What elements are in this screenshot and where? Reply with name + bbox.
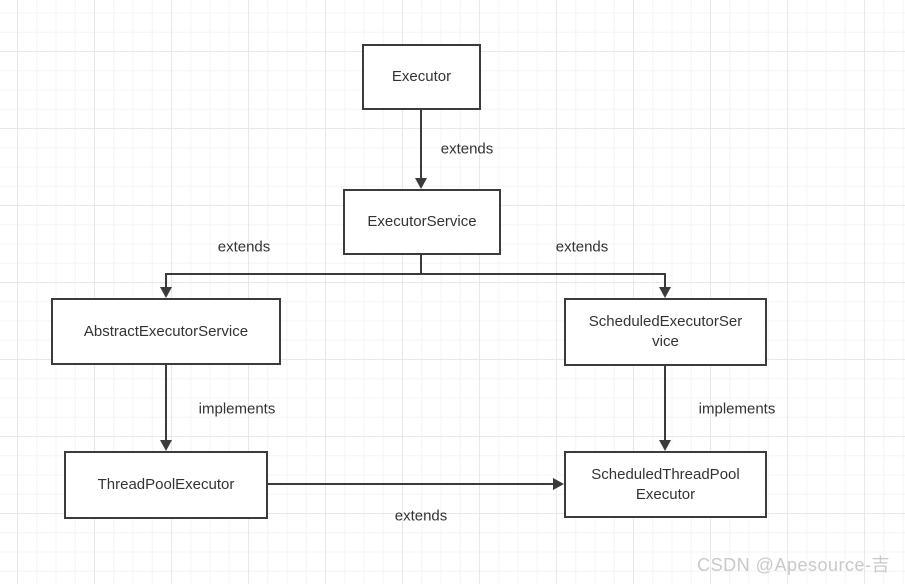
- node-scheduled-executor-service-label: ScheduledExecutorService: [588, 313, 743, 350]
- edge-branch-right-drop: [664, 274, 666, 288]
- node-thread-pool-executor: ThreadPoolExecutor: [64, 451, 268, 519]
- node-thread-pool-executor-label: ThreadPoolExecutor: [97, 476, 235, 493]
- arrowhead-down-icon: [160, 440, 172, 451]
- arrowhead-down-icon: [415, 178, 427, 189]
- edge-abstract-to-threadpool-line: [165, 365, 167, 440]
- edge-label-extends-bottom: extends: [394, 507, 448, 525]
- node-executor-label: Executor: [391, 68, 452, 85]
- edge-label-extends-top: extends: [440, 140, 494, 158]
- edge-executorservice-branch-stem: [420, 255, 422, 275]
- edge-label-extends-right: extends: [555, 238, 609, 256]
- edge-label-implements-right: implements: [698, 400, 776, 418]
- node-executor-service-label: ExecutorService: [367, 213, 477, 230]
- arrowhead-right-icon: [553, 478, 564, 490]
- node-abstract-executor-service-label: AbstractExecutorService: [83, 322, 249, 340]
- node-scheduled-thread-pool-executor: ScheduledThreadPoolExecutor: [564, 451, 767, 518]
- edge-executorservice-branch-bar: [165, 273, 666, 275]
- edge-label-implements-left: implements: [198, 400, 276, 418]
- edge-executor-to-executorservice-line: [420, 110, 422, 178]
- arrowhead-down-icon: [659, 287, 671, 298]
- node-executor-service: ExecutorService: [343, 189, 501, 255]
- edge-threadpool-to-scheduledthreadpool-line: [268, 483, 553, 485]
- arrowhead-down-icon: [659, 440, 671, 451]
- edge-label-extends-left: extends: [217, 238, 271, 256]
- node-scheduled-executor-service: ScheduledExecutorService: [564, 298, 767, 366]
- node-scheduled-thread-pool-executor-label: ScheduledThreadPoolExecutor: [591, 465, 740, 503]
- arrowhead-down-icon: [160, 287, 172, 298]
- node-executor: Executor: [362, 44, 481, 110]
- edge-branch-left-drop: [165, 274, 167, 288]
- edge-scheduled-to-scheduledthreadpool-line: [664, 366, 666, 440]
- node-abstract-executor-service: AbstractExecutorService: [51, 298, 281, 365]
- watermark-text: CSDN @Apesource-吉: [697, 555, 890, 575]
